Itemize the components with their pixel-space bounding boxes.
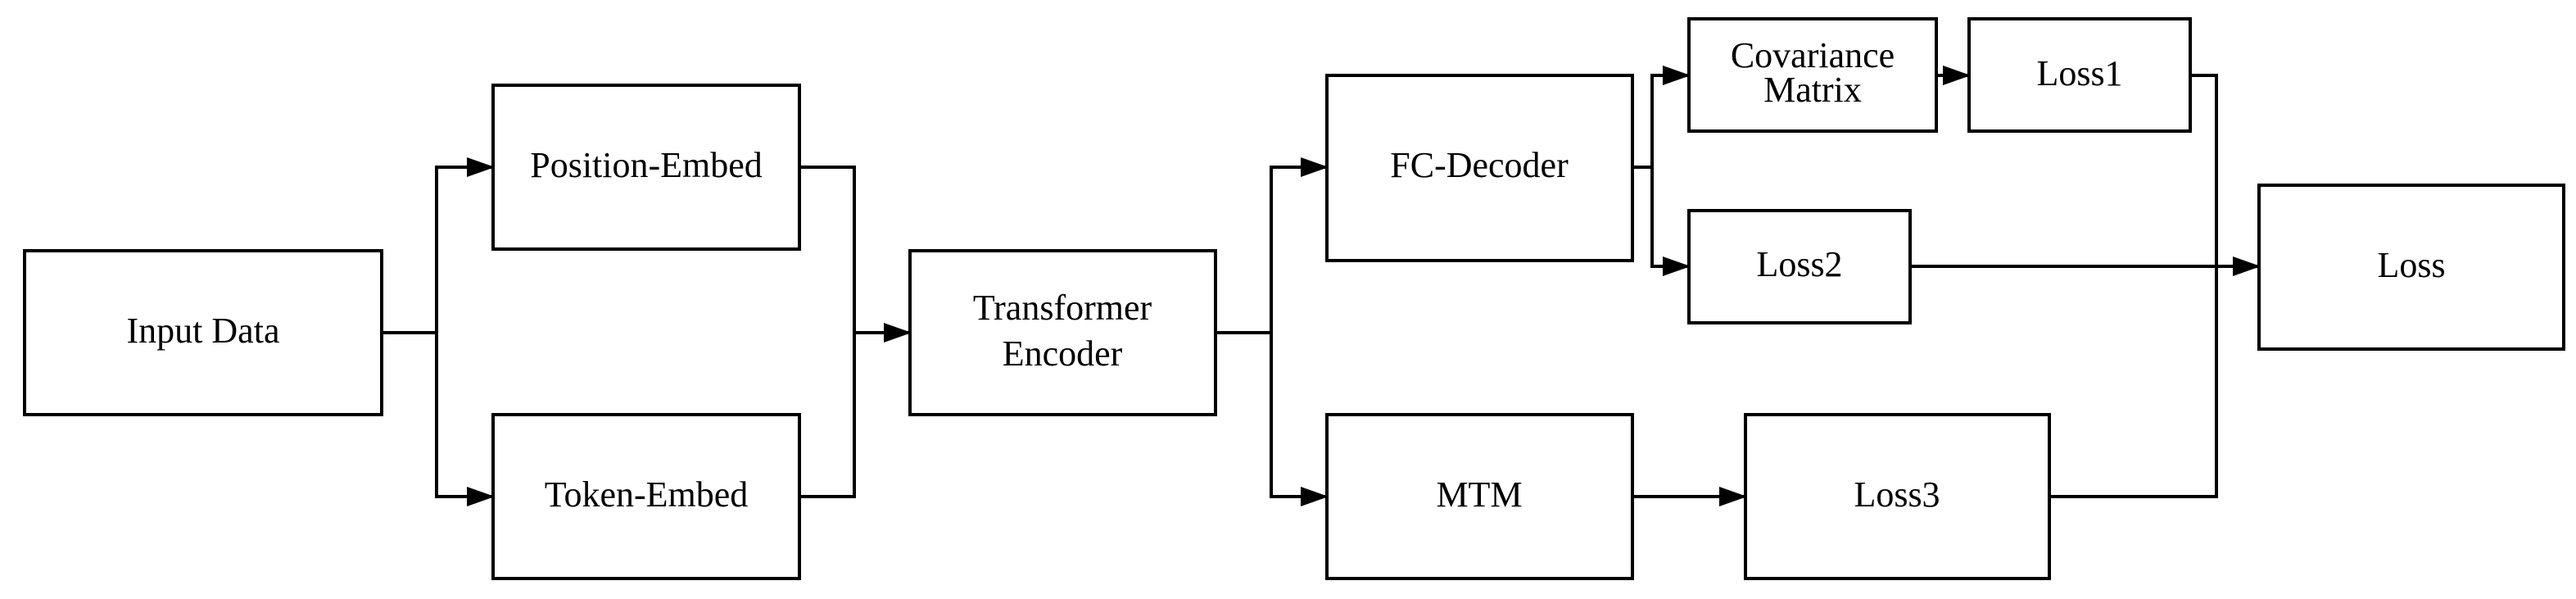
edge-input-data-to-token-embed bbox=[435, 333, 495, 506]
edge-loss1-to-loss bbox=[2190, 74, 2218, 266]
edge-position-embed-to-transformer bbox=[799, 166, 856, 333]
edges bbox=[382, 66, 2261, 506]
edge-loss3-to-loss bbox=[2049, 266, 2218, 498]
edge-transformer-to-fc-decoder bbox=[1270, 157, 1329, 333]
node-token-embed-label: Token-Embed bbox=[545, 474, 749, 515]
node-loss3: Loss3 bbox=[1744, 413, 2051, 580]
node-transformer-encoder: Transformer Encoder bbox=[908, 249, 1217, 416]
node-mtm-label: MTM bbox=[1436, 474, 1522, 515]
edge-fc-decoder-to-covariance bbox=[1650, 66, 1691, 167]
node-loss1-label: Loss1 bbox=[2036, 53, 2122, 93]
node-loss3-label: Loss3 bbox=[1854, 474, 1940, 515]
node-mtm: MTM bbox=[1325, 413, 1634, 580]
node-loss-label: Loss bbox=[2377, 245, 2445, 285]
edge-token-embed-to-transformer bbox=[799, 333, 856, 498]
node-loss2-label: Loss2 bbox=[1756, 244, 1842, 284]
edge-fc-decoder-to-loss2 bbox=[1650, 167, 1691, 276]
node-fc-decoder: FC-Decoder bbox=[1325, 74, 1634, 262]
node-transformer-encoder-label-line1: Transformer bbox=[973, 288, 1152, 328]
node-loss2: Loss2 bbox=[1687, 209, 1912, 324]
node-position-embed: Position-Embed bbox=[491, 84, 801, 251]
node-input-data-label: Input Data bbox=[127, 311, 280, 351]
node-input-data: Input Data bbox=[23, 249, 383, 416]
node-position-embed-label: Position-Embed bbox=[530, 145, 763, 185]
node-fc-decoder-label: FC-Decoder bbox=[1390, 145, 1569, 185]
edge-transformer-to-mtm bbox=[1270, 333, 1329, 506]
node-transformer-encoder-label-line2: Encoder bbox=[1003, 334, 1123, 374]
node-covariance-matrix-label-line2: Matrix bbox=[1763, 70, 1862, 110]
edge-input-data-to-position-embed bbox=[435, 157, 495, 333]
node-covariance-matrix: Covariance Matrix bbox=[1687, 17, 1938, 133]
node-covariance-matrix-label-line1: Covariance bbox=[1731, 35, 1895, 75]
node-loss1: Loss1 bbox=[1967, 17, 2192, 133]
node-token-embed: Token-Embed bbox=[491, 413, 801, 580]
node-loss: Loss bbox=[2257, 184, 2565, 351]
